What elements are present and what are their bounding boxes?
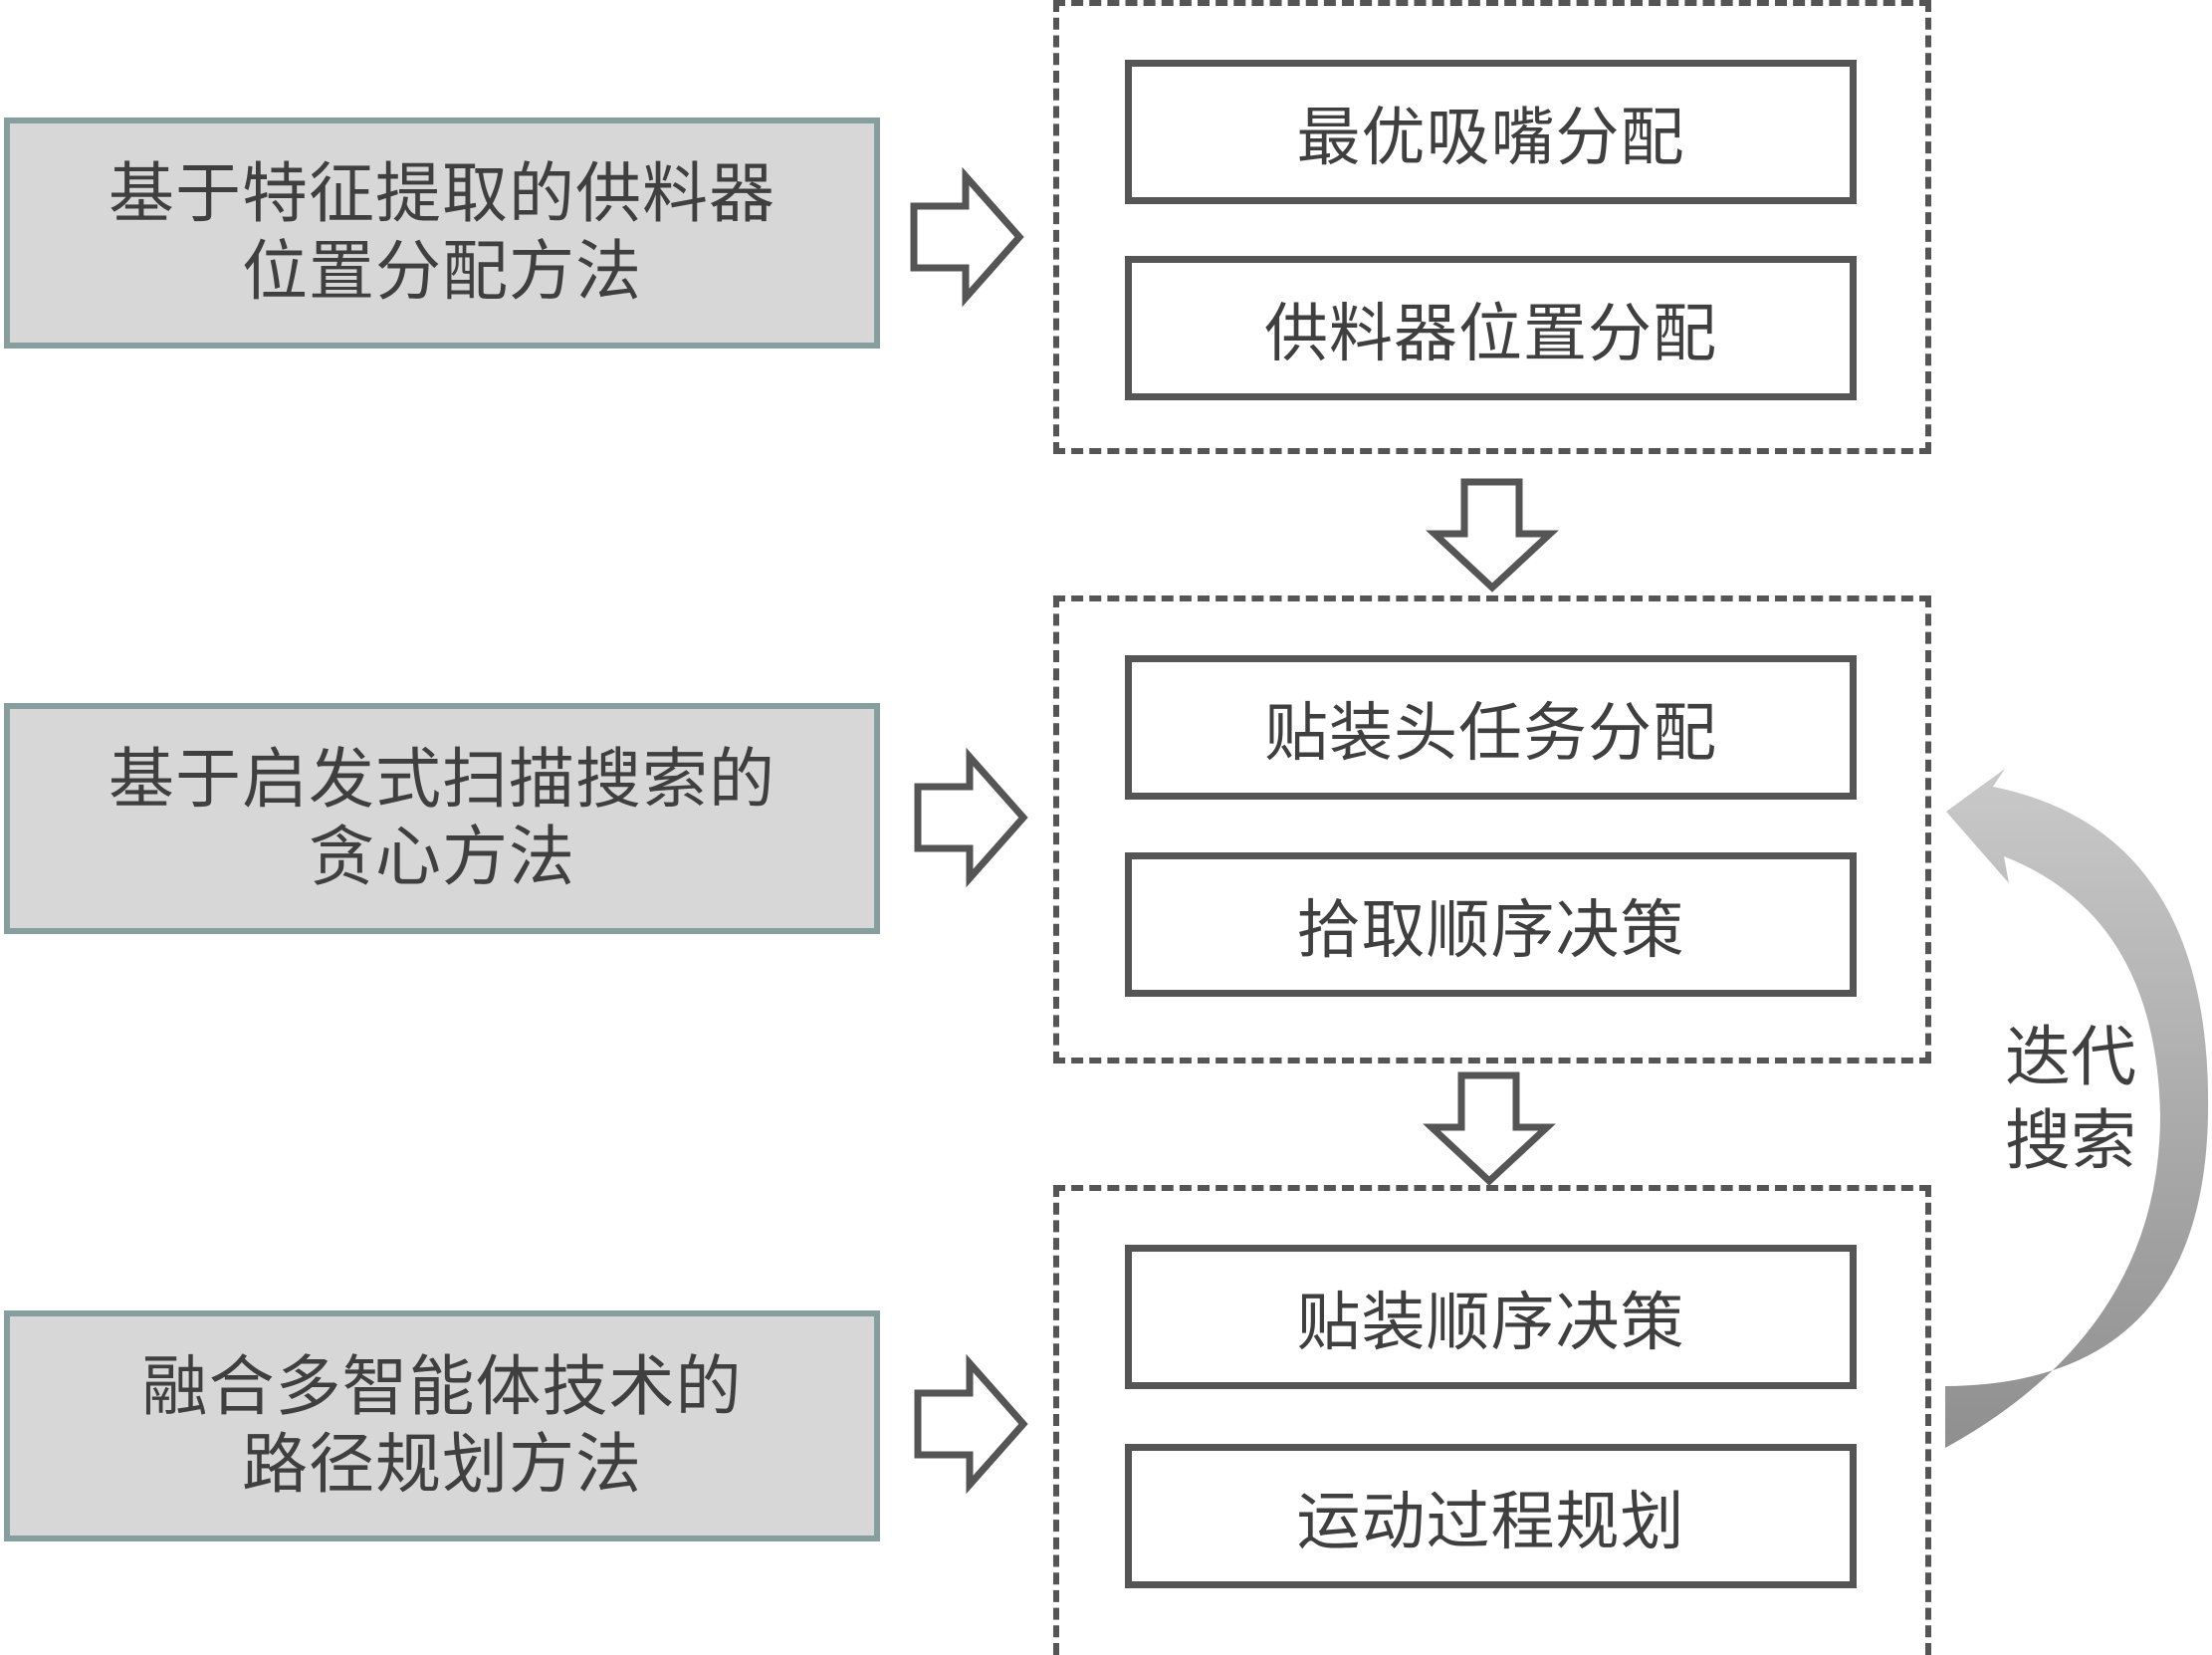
arrow-down-1 — [1426, 478, 1559, 592]
stage-group-2 — [1053, 595, 1931, 1064]
method-label-line-2: 贪心方法 — [309, 819, 575, 895]
method-box-feeder-assignment: 基于特征提取的供料器 位置分配方法 — [4, 118, 880, 349]
loop-label: 迭代 搜索 — [1991, 1016, 2150, 1183]
step-pickup-sequence: 拾取顺序决策 — [1125, 852, 1857, 997]
arrow-right-1 — [910, 166, 1024, 308]
method-label-line-1: 融合多智能体技术的 — [141, 1348, 743, 1425]
loop-label-line-1: 迭代 — [2005, 1019, 2136, 1095]
method-label-line-1: 基于特征提取的供料器 — [109, 155, 775, 232]
step-nozzle-assignment: 最优吸嘴分配 — [1125, 60, 1857, 204]
method-label-line-1: 基于启发式扫描搜索的 — [109, 741, 775, 818]
step-placement-sequence: 贴装顺序决策 — [1125, 1245, 1857, 1389]
arrow-right-2 — [914, 747, 1028, 888]
method-box-path-planning: 融合多智能体技术的 路径规划方法 — [4, 1310, 880, 1541]
method-label-line-2: 路径规划方法 — [242, 1426, 642, 1503]
step-feeder-position-assignment: 供料器位置分配 — [1125, 256, 1857, 400]
stage-group-1 — [1053, 0, 1931, 454]
method-box-greedy: 基于启发式扫描搜索的 贪心方法 — [4, 703, 880, 934]
loop-arrow — [1945, 769, 2209, 1448]
step-head-task-assignment: 贴装头任务分配 — [1125, 655, 1857, 800]
stage-group-3 — [1053, 1185, 1931, 1655]
loop-label-line-2: 搜索 — [2005, 1102, 2136, 1179]
arrow-down-2 — [1423, 1071, 1556, 1186]
method-label-line-2: 位置分配方法 — [242, 233, 642, 310]
step-motion-planning: 运动过程规划 — [1125, 1444, 1857, 1588]
arrow-right-3 — [914, 1353, 1028, 1495]
